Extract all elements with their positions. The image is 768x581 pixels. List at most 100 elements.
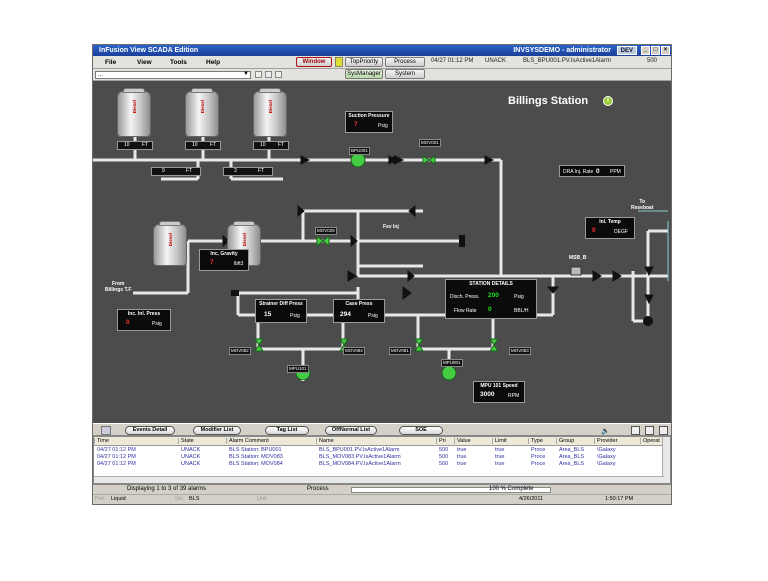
discharge-pressure-value: 200 [488,292,499,299]
from-billings-label: From Billings T.F [105,281,132,293]
station-details-panel[interactable]: STATION DETAILS Disch. Press. 200 Psig F… [445,279,537,319]
valve-tag-mov084[interactable]: MOV084 [343,347,365,355]
to-reseboat-label: To Reseboat [631,199,654,211]
nav-icon[interactable] [255,71,262,78]
progress-fill [352,488,550,492]
tank-label: Diesel [168,233,173,247]
tab-modifier-list[interactable]: Modifier List [193,426,241,435]
strainer-diff-value: 15 [264,311,272,318]
process-button[interactable]: Process [385,57,425,67]
valve-tag-mov083[interactable]: MOV083 [509,347,531,355]
minimize-icon[interactable]: _ [641,46,650,55]
mpu-speed-panel[interactable]: MPU 101 Speed 3000 RPM [473,381,525,403]
flow-rate-value: 0 [488,306,492,313]
table-row[interactable]: 04/27 01:12 PM UNACK BLS Station: MOV083… [97,454,616,460]
window-title: InFusion View SCADA Edition [99,47,199,54]
tank-label: Diesel [132,100,137,114]
suction-pressure-panel[interactable]: Suction Pressure 7 Psig [345,111,393,133]
status-bar: Displaying 1 to 3 of 39 alarms Process 1… [93,484,671,494]
dra-rate-panel[interactable]: DRA Inj. Rate 0 PPM [559,165,625,177]
alarm-time: 04/27 01:12 PM [431,58,474,64]
pump-tag-bpu001[interactable]: BPU001 [349,147,370,155]
inlet-temp-value: 0 [592,227,596,234]
progress-bar [351,487,551,493]
top-priority-button[interactable]: TopPriority [345,57,383,67]
sysmanager-button[interactable]: SysManager [345,69,383,79]
view-dropdown[interactable]: ... ▼ [95,71,251,79]
valve-tag-mov082[interactable]: MOV082 [229,347,251,355]
grid-icon[interactable] [645,426,654,435]
valve-tag-mov001[interactable]: MOV001 [419,139,441,147]
strainer-diff-panel[interactable]: Strainer Diff Press 15 Psig [255,299,307,323]
mode-text: Process [307,486,329,492]
horizontal-scrollbar[interactable] [94,476,664,483]
msb-label: MSB_B [569,255,587,261]
valve-tag-mov081[interactable]: MOV081 [389,347,411,355]
mpu-speed-value: 3000 [480,391,495,398]
inlet-temp-panel[interactable]: Inl. Temp 0 DEGF [585,217,635,239]
tank-label: Diesel [242,233,247,247]
valve-tag-mov026[interactable]: MOV026 [315,227,337,235]
star-icon[interactable] [335,57,343,67]
menu-bar: File View Tools Help Window TopPriority … [93,56,671,69]
alarm-grid-header: Time State Alarm Comment Name Pri Value … [94,437,670,446]
inc-gravity-value: 7 [210,259,214,266]
alarm-icon[interactable] [101,426,111,435]
speaker-icon[interactable]: 🔈 [601,428,610,435]
tank-1[interactable]: Diesel [117,88,151,137]
date-text: 4/26/2011 [519,496,544,502]
station-title: Billings Station [508,95,589,107]
tab-offnormal-list[interactable]: OffNormal List [325,426,377,435]
alarm-name: BLS_BPU001.PV.IsActive1Alarm [523,58,611,64]
alarm-tabs-bar: Events Detail Modifier List Tag List Off… [93,423,671,436]
nav-icon[interactable] [275,71,282,78]
pump-tag-mpu001[interactable]: MPU001 [441,359,463,367]
table-row[interactable]: 04/27 01:12 PM UNACK BLS Station: MOV084… [97,461,616,467]
time-text: 1:50:17 PM [605,496,634,502]
window-button[interactable]: Window [296,57,332,67]
system-button[interactable]: System [385,69,425,79]
user-label: INVSYSDEMO - administrator [513,47,611,54]
tank-label: Diesel [268,100,273,114]
vertical-scrollbar[interactable] [662,437,670,483]
inc-inl-press-panel[interactable]: Inc. Inl. Press 0 Psig [117,309,171,331]
close-icon[interactable]: × [661,46,670,55]
info-icon[interactable]: i [603,96,613,106]
toolbar-row: ... ▼ SysManager System [93,69,671,81]
nav-icon[interactable] [265,71,272,78]
status-bar-bottom: Prd. Liquid Stn. BLS Unit 4/26/2011 1:50… [93,494,671,504]
title-bar: InFusion View SCADA Edition INVSYSDEMO -… [93,45,671,56]
menu-view[interactable]: View [137,59,152,66]
env-badge: DEV [616,46,637,55]
dra-rate-value: 0 [596,168,600,175]
alarm-state: UNACK [485,58,507,64]
tab-soe[interactable]: SOE [399,426,443,435]
station-code-text: BLS [189,496,200,502]
tank-4[interactable]: Diesel [153,221,187,266]
tank-2[interactable]: Diesel [185,88,219,137]
maximize-icon[interactable]: □ [651,46,660,55]
pump-tag-mpu101[interactable]: MPU101 [287,365,309,373]
menu-help[interactable]: Help [206,59,221,66]
grid-icon[interactable] [659,426,668,435]
tank-3[interactable]: Diesel [253,88,287,137]
inc-inl-press-value: 0 [126,319,130,326]
suction-pressure-value: 7 [354,121,358,128]
product-text: Liquid [111,496,126,502]
inc-gravity-panel[interactable]: Inc. Gravity 7 lbft3 [199,249,249,271]
case-press-value: 294 [340,311,351,318]
table-row[interactable]: 04/27 01:12 PM UNACK BLS Station: BPU001… [97,447,616,453]
progress-text: 100 % Complete [489,486,534,492]
menu-file[interactable]: File [105,59,117,66]
grid-icon[interactable] [631,426,640,435]
tab-tag-list[interactable]: Tag List [265,426,309,435]
tab-events-detail[interactable]: Events Detail [125,426,175,435]
alarm-grid: Time State Alarm Comment Name Pri Value … [93,436,671,484]
case-press-panel[interactable]: Case Press 294 Psig [333,299,385,323]
menu-tools[interactable]: Tools [170,59,187,66]
fsv-label: Fsv Inj [383,224,399,230]
